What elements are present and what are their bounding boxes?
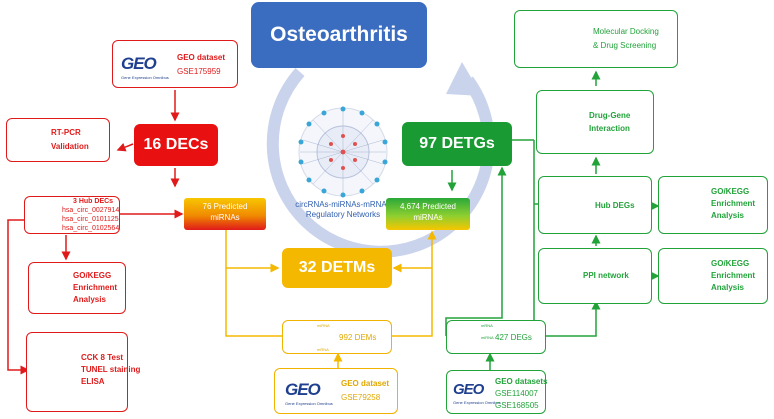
network-label: circRNAs-miRNAs-mRNAs Regulatory Network… — [278, 200, 408, 220]
go-right-2-line1: GO/KEGG — [711, 259, 750, 268]
cck-line1: CCK 8 Test — [81, 353, 124, 362]
geo-dataset-bottom-id: GSE79258 — [341, 393, 381, 402]
dems-connector — [225, 268, 282, 337]
osteoarthritis-title-text: Osteoarthritis — [270, 23, 408, 46]
geo-logo-sub: Gene Expression Omnibus — [285, 401, 333, 406]
decs-to-rtpcr-arrow — [116, 143, 134, 152]
geo-dataset-left-id: GSE175959 — [177, 67, 221, 76]
go-left-line3: Analysis — [73, 295, 106, 304]
detms-hub-text: 32 DETMs — [298, 259, 376, 276]
go-right-1-line2: Enrichment — [711, 199, 756, 208]
dems-to-detms-arrow — [392, 263, 433, 337]
dems-label: 992 DEMs — [339, 333, 377, 342]
hubdecs-to-cck-arrow — [7, 219, 30, 375]
degs-tag-mirna: miRNA — [481, 335, 494, 340]
geo-logo: GEO — [121, 54, 157, 73]
predicted-left-line2: miRNAs — [210, 213, 240, 222]
geo-dataset-bottom-box: GEO Gene Expression Omnibus GEO dataset … — [274, 368, 398, 414]
drug-gene-line1: Drug-Gene — [589, 111, 631, 120]
detgs-hub-text: 97 DETGs — [419, 135, 495, 152]
predicted-right-line1: 4,674 Predicted — [399, 202, 457, 211]
go-left-line2: Enrichment — [73, 283, 118, 292]
hub-decs-item-2: hsa_circ_0101125 — [62, 216, 119, 223]
degs-label: 427 DEGs — [495, 333, 532, 342]
dems-box: miRNA mRNA 992 DEMs — [282, 320, 392, 354]
geo-datasets-right-id-1: GSE114007 — [495, 389, 538, 398]
geo-dataset-bottom-title: GEO dataset — [341, 379, 390, 388]
rtpcr-box: RT-PCR Validation — [6, 118, 110, 162]
hub-decs-title: 3 Hub DECs — [73, 198, 114, 205]
geo-datasets-right-title: GEO datasets — [495, 377, 548, 386]
go-right-2-line3: Analysis — [711, 283, 744, 292]
go-left-box: GO/KEGG Enrichment Analysis — [28, 262, 126, 314]
docking-line2: & Drug Screening — [593, 41, 657, 50]
ppi-label: PPI network — [583, 271, 629, 280]
geo-datasets-right-id-2: GSE168505 — [495, 401, 539, 410]
go-right-1-line1: GO/KEGG — [711, 187, 750, 196]
predicted-to-detms-arrow — [225, 228, 280, 273]
docking-line1: Molecular Docking — [593, 27, 659, 36]
rtpcr-line1: RT-PCR — [51, 128, 81, 137]
geo-logo-sub: Gene Expression Omnibus — [121, 75, 169, 80]
decs-hub: 16 DECs — [134, 124, 218, 166]
degs-tag-mrna: mRNA — [481, 323, 493, 328]
geo-dataset-left-title: GEO dataset — [177, 53, 226, 62]
drug-gene-line2: Interaction — [589, 124, 630, 133]
network-label-line1: circRNAs-miRNAs-mRNAs — [295, 200, 391, 209]
predicted-right-line2: miRNAs — [413, 213, 443, 222]
geo-dataset-left-box: GEO Gene Expression Omnibus GEO dataset … — [112, 40, 238, 88]
hub-decs-box: 3 Hub DECs hsa_circ_0027914 hsa_circ_010… — [24, 196, 120, 234]
cck-box: CCK 8 Test TUNEL staining ELISA — [26, 332, 140, 412]
drug-gene-box: Drug-Gene Interaction — [536, 90, 654, 154]
geo-logo: GEO — [453, 381, 484, 398]
detms-hub: 32 DETMs — [282, 248, 392, 288]
ppi-box: PPI network — [538, 248, 652, 304]
docking-box: Molecular Docking & Drug Screening — [514, 10, 678, 68]
cck-line2: TUNEL staining — [81, 365, 141, 374]
degs-box: mRNA miRNA 427 DEGs — [446, 320, 546, 354]
dems-tag-bottom: mRNA — [317, 347, 329, 352]
predicted-right-box: 4,674 Predicted miRNAs — [386, 198, 470, 230]
dems-tag-top: miRNA — [317, 323, 330, 328]
decs-hub-text: 16 DECs — [143, 136, 209, 153]
go-left-line1: GO/KEGG — [73, 271, 112, 280]
detgs-hub: 97 DETGs — [402, 122, 512, 166]
hub-degs-label: Hub DEGs — [595, 201, 635, 210]
network-label-line2: Regulatory Networks — [305, 210, 381, 219]
geo-datasets-right-box: GEO Gene Expression Omnibus GEO datasets… — [446, 370, 548, 414]
osteoarthritis-title: Osteoarthritis — [251, 2, 427, 68]
go-right-1-box: GO/KEGG Enrichment Analysis — [658, 176, 768, 234]
degs-to-ppi-arrow — [546, 300, 601, 337]
cycle-arrowhead — [446, 62, 482, 96]
go-right-2-box: GO/KEGG Enrichment Analysis — [658, 248, 768, 304]
geo-logo-sub: Gene Expression Omnibus — [453, 400, 501, 405]
hub-decs-item-1: hsa_circ_0027914 — [62, 207, 120, 214]
geo-logo: GEO — [285, 380, 321, 399]
network-illustration — [298, 106, 388, 198]
predicted-left-box: 76 Predicted miRNAs — [184, 198, 266, 230]
hub-decs-item-3: hsa_circ_0102564 — [62, 225, 120, 232]
rtpcr-line2: Validation — [51, 142, 89, 151]
predicted-left-line1: 76 Predicted — [202, 202, 248, 211]
cck-line3: ELISA — [81, 377, 105, 386]
go-right-2-line2: Enrichment — [711, 271, 756, 280]
hub-degs-box: Hub DEGs — [538, 176, 652, 234]
go-right-1-line3: Analysis — [711, 211, 744, 220]
